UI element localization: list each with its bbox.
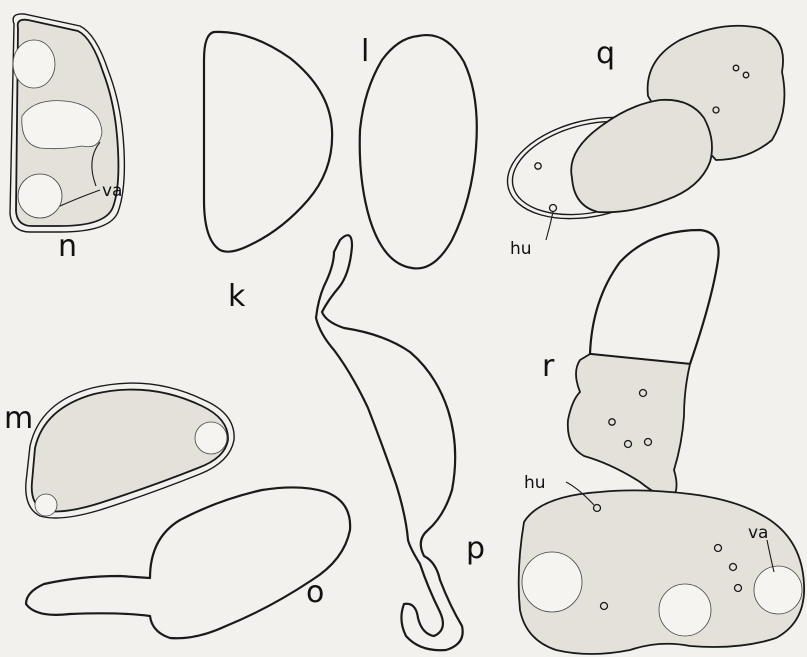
figure-m-vacuole-left xyxy=(35,494,57,516)
figure-label-l: l xyxy=(361,34,369,69)
figure-n: va xyxy=(10,14,124,232)
annotation-q-hu: hu xyxy=(510,239,532,259)
figure-label-o: o xyxy=(306,575,324,610)
figure-q: hu xyxy=(497,26,784,259)
large-cell-vacuole-middle xyxy=(659,584,711,636)
large-cell-vacuole-left xyxy=(522,552,582,612)
figure-r-empty-cell xyxy=(590,230,719,364)
figure-l xyxy=(360,35,477,268)
figure-m-cell xyxy=(32,390,228,512)
figure-large-cell: hu va xyxy=(519,473,804,654)
figure-n-vacuole-bottom xyxy=(18,174,62,218)
figure-q-nucleus-2 xyxy=(550,205,557,212)
annotation-large-cell-hu: hu xyxy=(524,473,546,493)
figure-n-vacuole-top xyxy=(13,40,55,88)
figure-m xyxy=(26,383,234,518)
annotation-n-va: va xyxy=(102,181,122,201)
figure-label-n: n xyxy=(58,229,77,264)
figure-p xyxy=(316,235,463,650)
figure-label-p: p xyxy=(466,531,485,566)
figure-label-k: k xyxy=(228,279,246,314)
figure-label-q: q xyxy=(596,36,615,71)
figure-q-nucleus-1 xyxy=(535,163,541,169)
figure-q-protoplast xyxy=(571,100,712,212)
figure-r xyxy=(568,230,719,498)
large-cell-vacuole-right xyxy=(754,566,802,614)
figure-r-protoplast xyxy=(568,354,690,498)
figure-label-r: r xyxy=(542,349,555,384)
figure-k xyxy=(204,32,332,252)
annotation-large-cell-va: va xyxy=(748,523,768,543)
figure-label-m: m xyxy=(4,401,33,436)
figure-m-vacuole-right xyxy=(195,422,227,454)
